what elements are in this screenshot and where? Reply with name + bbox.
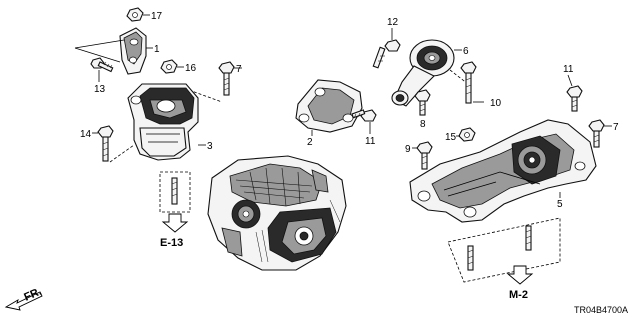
bracket-2[interactable] bbox=[295, 79, 363, 133]
dash-7 bbox=[174, 84, 223, 103]
callout-15[interactable]: 15 bbox=[445, 132, 457, 143]
callout-10[interactable]: 10 bbox=[490, 98, 502, 109]
e13-arrow-icon bbox=[161, 213, 189, 233]
callout-16[interactable]: 16 bbox=[185, 63, 197, 74]
callout-11-right[interactable]: 11 bbox=[563, 64, 574, 75]
callout-7-right[interactable]: 7 bbox=[613, 122, 619, 133]
callout-9[interactable]: 9 bbox=[405, 144, 411, 155]
bolt-right-upper bbox=[588, 119, 605, 148]
callout-8[interactable]: 8 bbox=[420, 119, 426, 130]
diagram-code: TR04B4700A bbox=[574, 305, 628, 315]
bolt-14[interactable] bbox=[97, 125, 114, 162]
engine-assembly bbox=[207, 155, 347, 271]
bolt-11-center[interactable] bbox=[351, 109, 377, 122]
leader-1-bracket bbox=[74, 39, 125, 49]
stud-m2-right bbox=[525, 225, 532, 251]
engine-mount-3[interactable] bbox=[127, 83, 199, 161]
dash-14 bbox=[109, 144, 135, 163]
bolt-13[interactable] bbox=[90, 57, 114, 73]
m2-arrow-icon bbox=[506, 265, 534, 285]
stud-e13 bbox=[171, 177, 178, 205]
m2-reference-group bbox=[447, 217, 561, 285]
front-arrow-icon bbox=[4, 291, 43, 311]
callout-7[interactable]: 7 bbox=[236, 64, 242, 75]
e13-box bbox=[159, 171, 191, 213]
m2-box bbox=[447, 217, 561, 283]
e13-reference-group bbox=[159, 171, 191, 233]
fr-label: FR. bbox=[22, 286, 43, 304]
bolt-10[interactable] bbox=[460, 61, 477, 104]
nut-17[interactable] bbox=[126, 7, 144, 22]
callout-1[interactable]: 1 bbox=[154, 44, 160, 55]
callout-6[interactable]: 6 bbox=[463, 46, 469, 57]
callout-17[interactable]: 17 bbox=[151, 11, 163, 22]
bolt-11-right[interactable] bbox=[566, 85, 583, 112]
callout-2[interactable]: 2 bbox=[307, 137, 313, 148]
callout-5[interactable]: 5 bbox=[557, 199, 563, 210]
nut-15[interactable] bbox=[458, 127, 476, 142]
dash-6 bbox=[449, 69, 469, 85]
transmission-mount-5[interactable] bbox=[409, 119, 597, 223]
bolt-9[interactable] bbox=[416, 141, 433, 170]
leader-11-right bbox=[567, 74, 573, 87]
bolt-8[interactable] bbox=[414, 89, 431, 116]
bolt-7[interactable] bbox=[218, 61, 235, 96]
callout-13[interactable]: 13 bbox=[94, 84, 106, 95]
callout-12[interactable]: 12 bbox=[387, 17, 399, 28]
nut-16[interactable] bbox=[160, 59, 178, 74]
torque-rod-6[interactable] bbox=[391, 39, 455, 107]
callout-11-center[interactable]: 11 bbox=[365, 136, 376, 147]
leader-1-bracket-b bbox=[74, 47, 121, 63]
ref-m2[interactable]: M-2 bbox=[509, 289, 528, 301]
stud-m2-left bbox=[467, 245, 474, 271]
ref-e13[interactable]: E-13 bbox=[160, 237, 183, 249]
front-direction-indicator: FR. bbox=[4, 286, 43, 311]
callout-3[interactable]: 3 bbox=[207, 141, 213, 152]
bolt-12[interactable] bbox=[372, 39, 401, 69]
callout-14[interactable]: 14 bbox=[80, 129, 92, 140]
bracket-1[interactable] bbox=[119, 27, 147, 75]
